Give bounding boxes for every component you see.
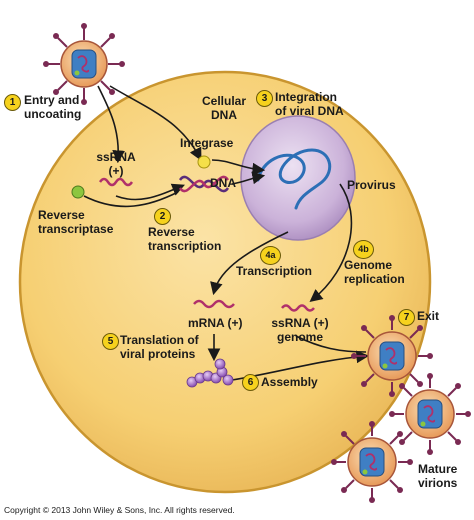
step-3-label-line1: Integration [275,90,337,104]
step-1-badge: 1 [4,94,21,111]
step-4b-label-line2: replication [344,272,405,286]
step-1-label-line2: uncoating [24,107,82,121]
arrow-ssrna-to-dna [115,183,185,201]
integrase-label: Integrase [180,136,234,150]
viral-protein-chain [186,358,234,388]
arrow-integrase-to-nucleus [211,159,266,176]
step-3-label-line2: of viral DNA [275,104,344,118]
step-7-label: Exit [417,309,440,323]
mrna-wave [193,299,235,309]
ssrna-label-line2: (+) [108,164,124,178]
arrow-entry-to-integrase [109,85,202,161]
provirus-label: Provirus [347,178,396,192]
dna-helix [178,175,230,193]
budding-virion [351,315,433,397]
step-6-badge: 6 [242,374,259,391]
mature-virions-label-line1: Mature [418,462,458,476]
step-4a-label: Transcription [236,264,313,278]
reverse-transcriptase-label-line2: transcriptase [38,222,114,236]
step-1-label-line1: Entry and [24,93,80,107]
step-2-badge: 2 [154,208,171,225]
mature-virion-2 [331,421,413,503]
step-2-label-line1: Reverse [148,225,195,239]
step-5-badge: 5 [102,333,119,350]
arrow-dna-to-nucleus [231,171,266,185]
ssrna-genome-label-line2: genome [276,330,323,344]
ssrna-genome-label-line1: ssRNA (+) [271,316,329,330]
step-5-label-line1: Translation of [120,333,199,347]
mature-virion-1 [389,373,471,455]
arrow-genome-replication [309,183,353,303]
entering-virion [43,23,125,105]
step-4b-badge: 4b [353,240,374,259]
mrna-label: mRNA (+) [188,316,243,330]
cellular-dna-label-line2: DNA [211,108,237,122]
provirus-strand [256,148,332,210]
arrow-entry-to-ssrna [97,85,126,164]
genome-ssrna-wave [281,304,315,312]
integrase-sphere [197,155,211,169]
ssrna-label-line1: ssRNA [96,150,136,164]
mature-virions-label-line2: virions [418,476,458,490]
step-3-badge: 3 [256,90,273,107]
step-6-label: Assembly [261,375,318,389]
arrow-genome-to-assembly [295,335,367,353]
step-4b-label-line1: Genome [344,258,393,272]
step-2-label-line2: transcription [148,239,222,253]
cellular-dna-label-line1: Cellular [201,94,246,108]
ssrna-wave [98,177,134,187]
reverse-transcriptase-label-line1: Reverse [38,208,85,222]
step-4a-badge: 4a [260,246,281,265]
step-5-label-line2: viral proteins [120,347,196,361]
arrow-rt-to-dna [83,191,179,208]
reverse-transcriptase-sphere [71,185,85,199]
step-7-badge: 7 [398,309,415,326]
dna-label: DNA [210,176,236,190]
copyright-notice: Copyright © 2013 John Wiley & Sons, Inc.… [4,505,235,515]
arrow-transcription [210,231,289,296]
